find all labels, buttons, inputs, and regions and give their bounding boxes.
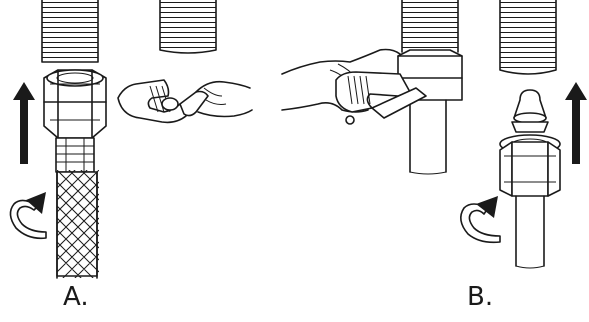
threaded-pipe-right-b	[500, 0, 556, 74]
hex-nut	[44, 70, 106, 138]
panel-label-a: A.	[63, 282, 89, 312]
threaded-pipe-right	[160, 0, 216, 53]
panel-label-b: B.	[467, 282, 493, 312]
panel-b	[282, 0, 587, 268]
rotate-arrow-icon-b	[461, 196, 500, 242]
up-arrow-icon-b	[565, 82, 587, 164]
hose-collar	[56, 138, 94, 172]
compression-nut	[500, 135, 560, 196]
supply-pipe	[516, 196, 544, 268]
threaded-pipe-left	[42, 0, 98, 62]
compression-ferrule	[512, 90, 548, 132]
up-arrow-icon	[13, 82, 35, 164]
adjustable-wrench	[118, 80, 208, 122]
rotate-arrow-icon	[10, 192, 46, 238]
panel-a	[10, 0, 252, 296]
